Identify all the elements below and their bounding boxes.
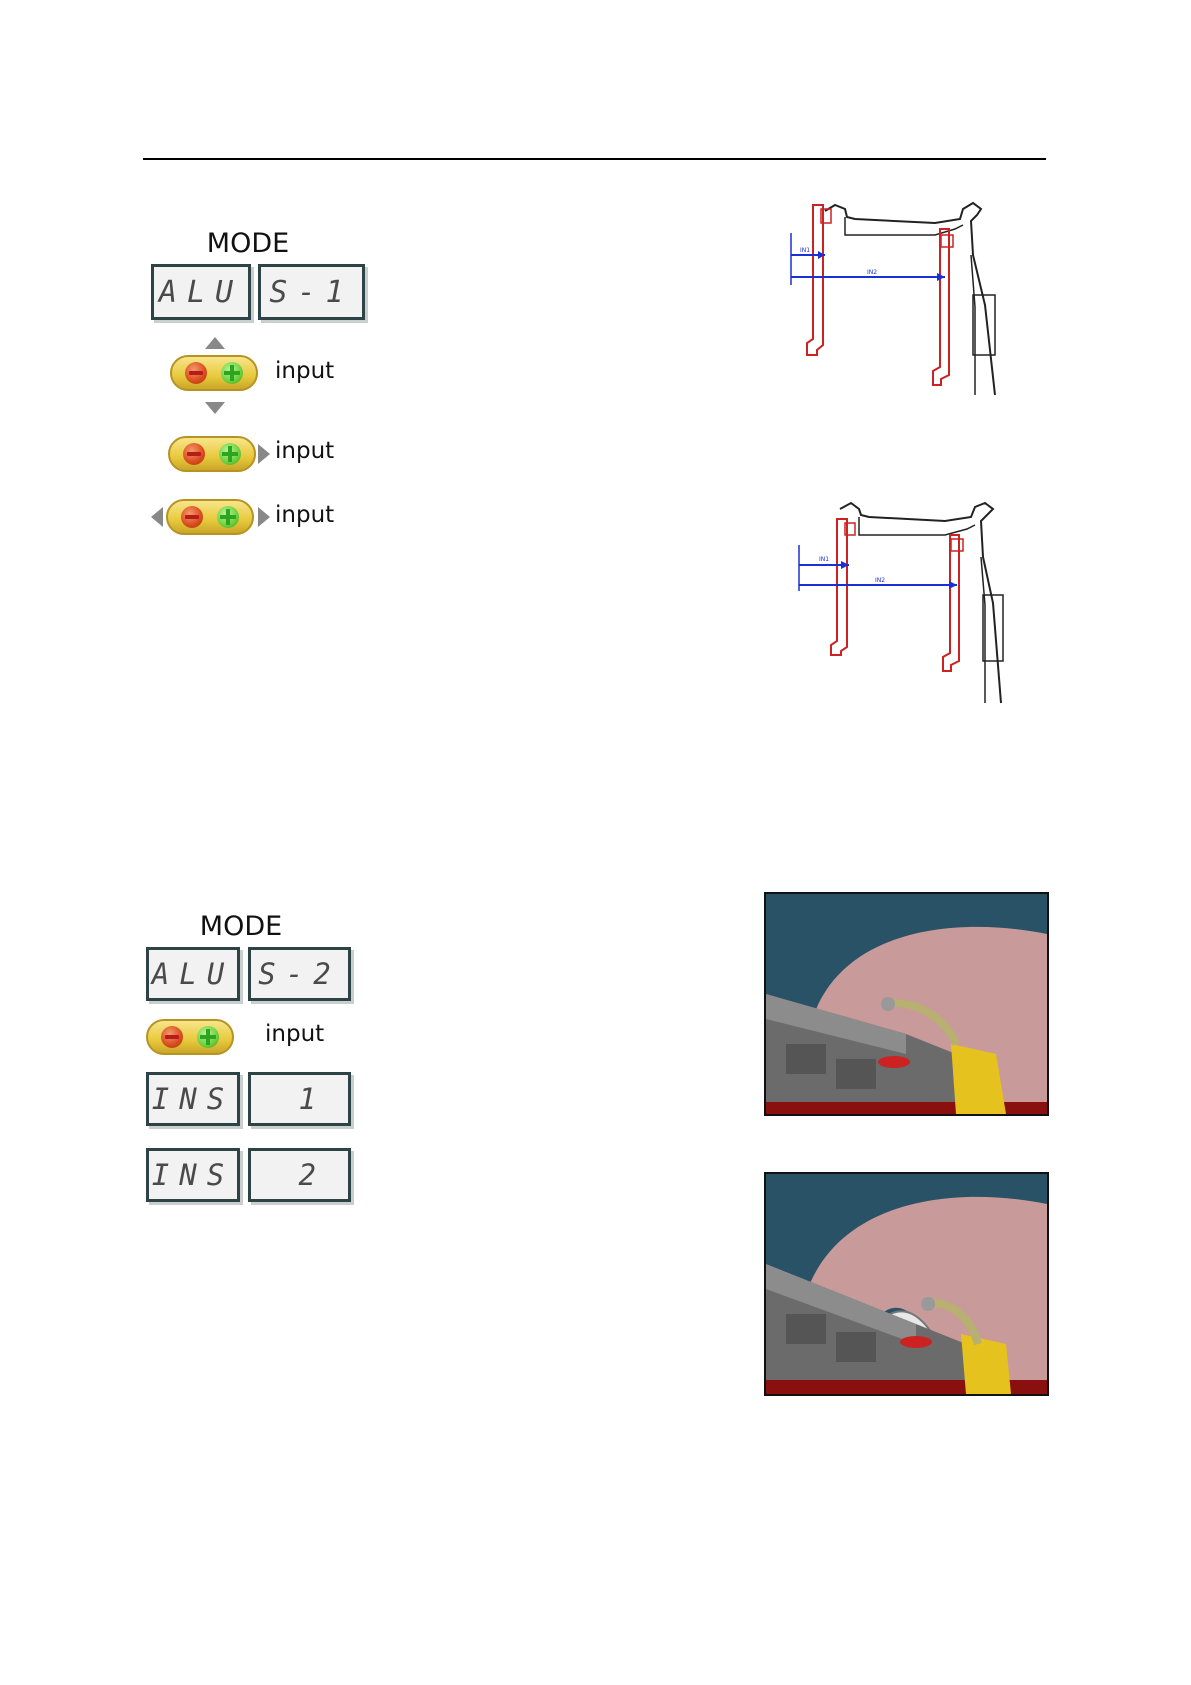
minus-icon (183, 443, 205, 465)
minus-plus-button[interactable] (168, 436, 256, 472)
rim-diagram-1: IN1 IN2 (785, 195, 1015, 400)
minus-plus-button[interactable] (166, 499, 254, 535)
label-in1: IN1 (819, 556, 829, 563)
arrow-right-icon (258, 444, 270, 464)
arrow-right-icon (258, 507, 270, 527)
ins1-display-right: 1 (248, 1072, 351, 1126)
header-rule (143, 158, 1046, 160)
ins1-display-left: INS (146, 1072, 240, 1126)
input-label: input (275, 502, 334, 528)
input-label: input (265, 1021, 324, 1047)
mode-label: MODE (141, 911, 341, 942)
mode-display-right: S-1 (258, 264, 365, 320)
minus-plus-button[interactable] (146, 1019, 234, 1055)
gauge-render-1 (764, 892, 1049, 1116)
mode-display-left: ALU (151, 264, 251, 320)
ins2-display-left: INS (146, 1148, 240, 1202)
input-label: input (275, 358, 334, 384)
mode-display-right: S-2 (248, 947, 351, 1001)
label-in2: IN2 (867, 269, 877, 276)
arrow-up-icon (205, 337, 225, 349)
plus-icon (219, 443, 241, 465)
mode-label: MODE (148, 228, 348, 259)
arrow-left-icon (151, 507, 163, 527)
label-in2: IN2 (875, 577, 885, 584)
mode-display-left: ALU (146, 947, 240, 1001)
plus-icon (221, 362, 243, 384)
label-in1: IN1 (800, 247, 810, 254)
plus-icon (217, 506, 239, 528)
ins2-display-right: 2 (248, 1148, 351, 1202)
arrow-down-icon (205, 402, 225, 414)
minus-icon (185, 362, 207, 384)
minus-icon (161, 1026, 183, 1048)
minus-icon (181, 506, 203, 528)
plus-icon (197, 1026, 219, 1048)
gauge-render-2 (764, 1172, 1049, 1396)
rim-diagram-2: IN1 IN2 (795, 495, 1025, 705)
input-label: input (275, 438, 334, 464)
minus-plus-button[interactable] (170, 355, 258, 391)
